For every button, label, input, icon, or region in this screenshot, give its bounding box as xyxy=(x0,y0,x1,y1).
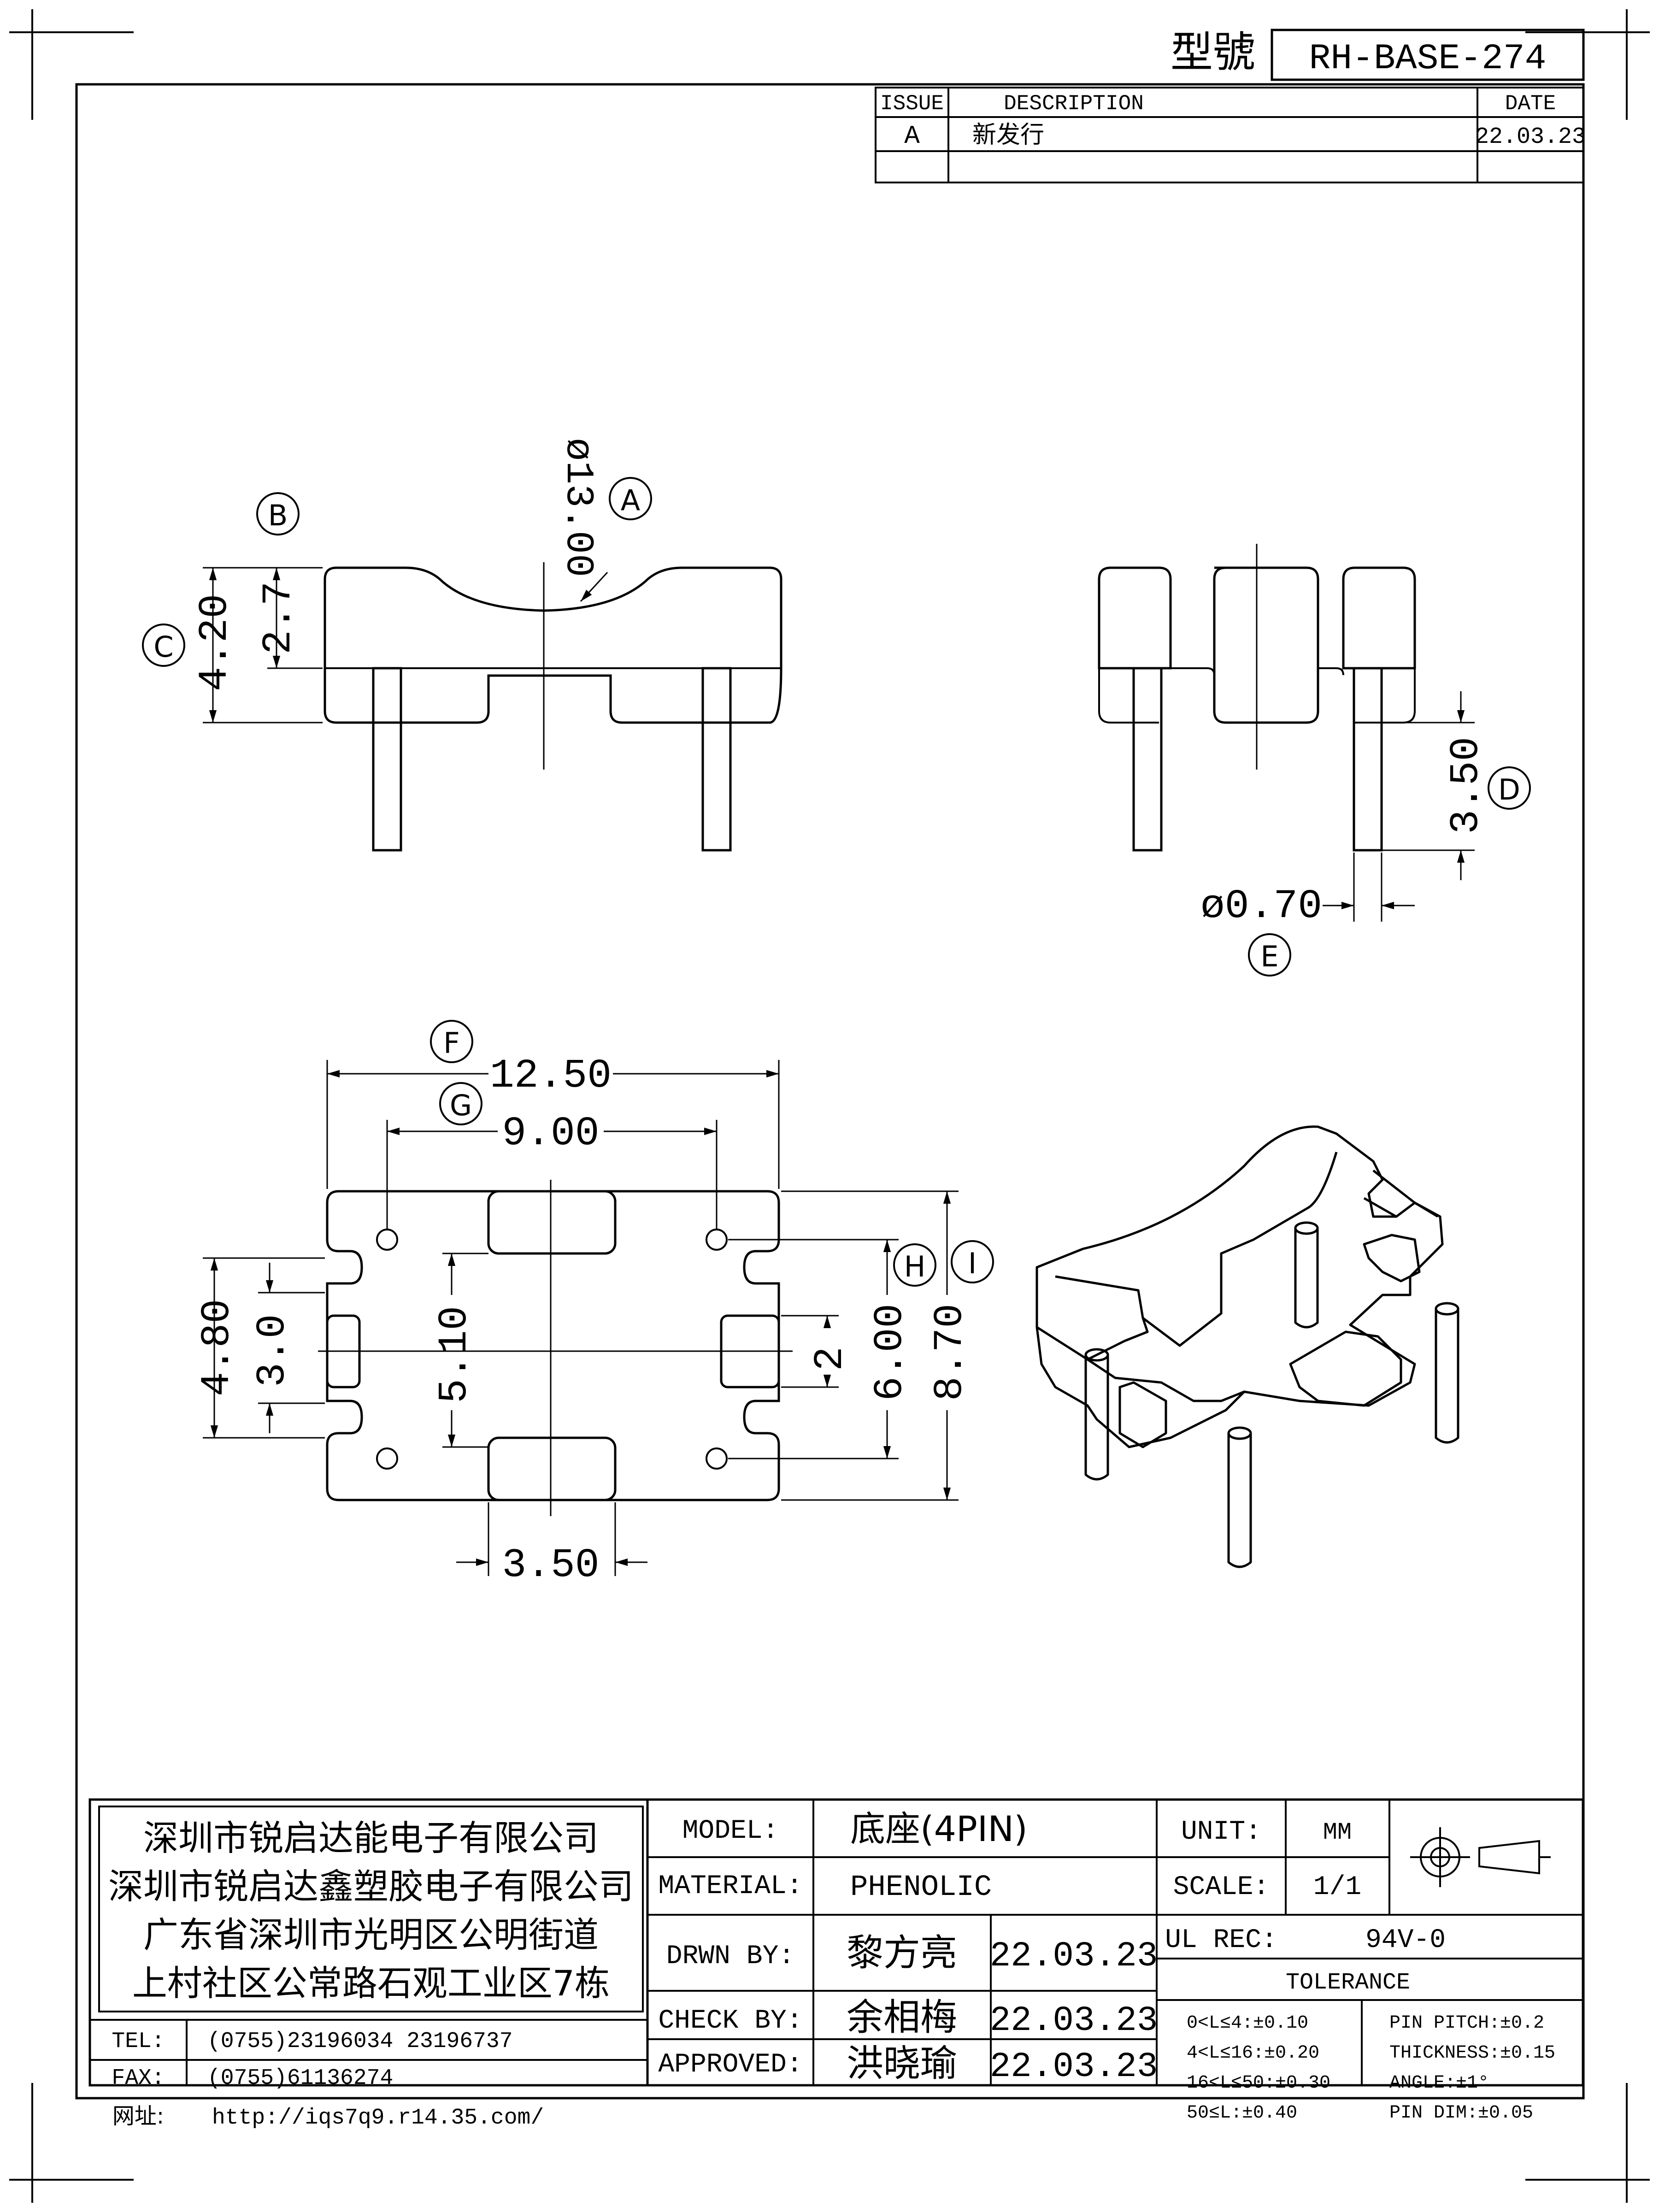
company-line-4: 上村社区公常路石观工业区7栋 xyxy=(132,1963,610,2004)
scale-value: 1/1 xyxy=(1313,1872,1361,1902)
callout-i: I xyxy=(968,1247,977,1280)
rev-date: 22.03.23 xyxy=(1475,124,1586,150)
scale-label: SCALE: xyxy=(1173,1872,1270,1902)
corner-marks xyxy=(9,9,1650,2203)
model-header: 型號 RH-BASE-274 xyxy=(1171,28,1585,81)
approved-date: 22.03.23 xyxy=(990,2047,1158,2087)
model-header-label: 型號 xyxy=(1171,28,1255,77)
front-view: 4.20 2.7 B C ø13.00 A xyxy=(142,438,782,852)
callout-g: G xyxy=(450,1088,472,1122)
side-view: 3.50 D ø0.70 E xyxy=(1098,544,1531,977)
dim-3-50-bottom: 3.50 xyxy=(502,1543,599,1588)
rev-description: 新发行 xyxy=(972,121,1044,149)
rev-col-issue: ISSUE xyxy=(880,92,944,116)
tol-right-3: ANGLE:±1° xyxy=(1389,2073,1489,2094)
drawn-date: 22.03.23 xyxy=(990,1936,1158,1976)
callout-f: F xyxy=(443,1026,460,1060)
dim-3-0: 3.0 xyxy=(250,1314,296,1387)
fax-label: FAX: xyxy=(112,2066,165,2091)
tel-value: (0755)23196034 23196737 xyxy=(207,2029,513,2054)
tol-left-1: 0<L≤4:±0.10 xyxy=(1187,2013,1308,2034)
callout-e: E xyxy=(1260,940,1278,973)
company-line-1: 深圳市锐启达能电子有限公司 xyxy=(143,1818,599,1859)
front-pin-right xyxy=(701,667,732,852)
dim-pin-diameter: ø0.70 xyxy=(1200,884,1322,930)
web-label: 网址: xyxy=(112,2103,164,2129)
callout-a: A xyxy=(621,483,640,517)
callout-h: H xyxy=(904,1250,926,1283)
tol-right-2: THICKNESS:±0.15 xyxy=(1389,2043,1555,2064)
dim-4-80: 4.80 xyxy=(195,1299,241,1396)
tol-left-4: 50≤L:±0.40 xyxy=(1187,2103,1297,2124)
check-label: CHECK BY: xyxy=(658,2006,802,2036)
isometric-view xyxy=(1035,1125,1459,1568)
sheet-frame xyxy=(75,83,1585,2100)
dim-dia-13: ø13.00 xyxy=(556,438,600,577)
dim-2: 2 xyxy=(808,1347,853,1371)
fax-value: (0755)61136274 xyxy=(207,2066,393,2091)
drawn-by: 黎方亮 xyxy=(847,1931,957,1974)
side-pin-left xyxy=(1132,667,1163,852)
dim-8-70: 8.70 xyxy=(928,1304,973,1401)
rev-col-description: DESCRIPTION xyxy=(1004,92,1144,116)
tol-right-1: PIN PITCH:±0.2 xyxy=(1389,2013,1544,2034)
approved-by: 洪晓瑜 xyxy=(847,2042,957,2085)
tolerance-label: TOLERANCE xyxy=(1286,1970,1410,1996)
dim-pin-length: 3.50 xyxy=(1444,737,1489,834)
dim-width-12-50: 12.50 xyxy=(490,1053,612,1099)
web-url: http://iqs7q9.r14.35.com/ xyxy=(212,2106,544,2130)
tol-left-2: 4<L≤16:±0.20 xyxy=(1187,2043,1319,2064)
unit-value: MM xyxy=(1323,1819,1352,1846)
model-number: RH-BASE-274 xyxy=(1309,39,1547,79)
dim-4-20: 4.20 xyxy=(193,594,238,691)
tol-left-3: 16<L≤50:±0.30 xyxy=(1187,2073,1330,2094)
approved-label: APPROVED: xyxy=(658,2050,802,2080)
callout-c: C xyxy=(153,630,173,664)
ul-label: UL REC: xyxy=(1165,1925,1277,1955)
material-label: MATERIAL: xyxy=(658,1871,802,1901)
front-view-body xyxy=(324,566,782,724)
front-pin-left xyxy=(372,667,402,852)
callout-d: D xyxy=(1498,773,1520,806)
model-label: MODEL: xyxy=(682,1816,779,1846)
callout-b: B xyxy=(268,499,288,532)
rev-issue: A xyxy=(904,121,920,151)
bottom-view: 12.50 F 9.00 G 4.80 3.0 5.10 2 xyxy=(195,1020,994,1588)
model-value: 底座(4PIN) xyxy=(850,1808,1028,1849)
dim-2-7: 2.7 xyxy=(256,582,302,654)
projection-symbol-icon xyxy=(1410,1827,1551,1887)
revision-table: ISSUE DESCRIPTION DATE A 新发行 22.03.23 xyxy=(875,87,1586,183)
ul-value: 94V-0 xyxy=(1365,1925,1446,1955)
company-line-3: 广东省深圳市光明区公明街道 xyxy=(143,1914,599,1955)
tol-right-4: PIN DIM:±0.05 xyxy=(1389,2103,1533,2124)
bottom-view-outline xyxy=(326,1190,780,1501)
tel-label: TEL: xyxy=(112,2029,165,2054)
rev-col-date: DATE xyxy=(1505,92,1556,116)
side-pin-right xyxy=(1353,667,1383,852)
dim-5-10: 5.10 xyxy=(432,1306,478,1403)
drawn-label: DRWN BY: xyxy=(666,1941,794,1971)
dim-pitch-9-00: 9.00 xyxy=(502,1111,599,1157)
checked-by: 余相梅 xyxy=(847,1996,957,2039)
check-date: 22.03.23 xyxy=(990,2001,1158,2041)
dim-6-00: 6.00 xyxy=(868,1304,913,1401)
unit-label: UNIT: xyxy=(1181,1817,1261,1847)
title-block: 深圳市锐启达能电子有限公司 深圳市锐启达鑫塑胶电子有限公司 广东省深圳市光明区公… xyxy=(88,1798,1584,2130)
material-value: PHENOLIC xyxy=(850,1871,992,1904)
company-line-2: 深圳市锐启达鑫塑胶电子有限公司 xyxy=(108,1866,634,1907)
